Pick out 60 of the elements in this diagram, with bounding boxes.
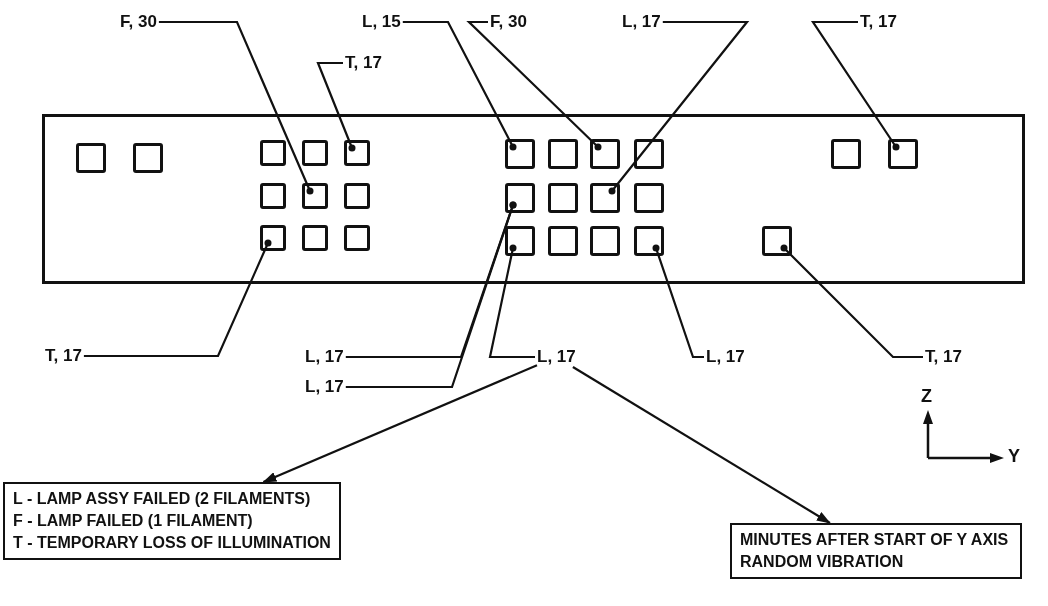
lamp-square	[888, 139, 918, 169]
leader-line	[466, 20, 602, 151]
legend-entry: F - LAMP FAILED (1 FILAMENT)	[13, 511, 254, 531]
arrow	[262, 364, 538, 483]
lamp-square	[831, 139, 861, 169]
lamp-square	[302, 183, 328, 209]
callout-label: L, 17	[706, 347, 745, 367]
leader-line	[780, 244, 923, 359]
legend-box	[3, 482, 341, 560]
callout-label: L, 17	[305, 377, 344, 397]
note-text: MINUTES AFTER START OF Y AXIS RANDOM VIBRATION	[740, 530, 1010, 572]
lamp-square	[590, 139, 620, 169]
callout-label: L, 17	[622, 12, 661, 32]
legend-entry: T - TEMPORARY LOSS OF ILLUMINATION	[13, 533, 331, 553]
callout-label: L, 17	[305, 347, 344, 367]
callout-label: T, 17	[860, 12, 897, 32]
leader-line	[345, 201, 517, 389]
lamp-square	[505, 226, 535, 256]
leader-line	[608, 20, 750, 195]
axis-label: Z	[921, 386, 932, 407]
lamp-square	[548, 226, 578, 256]
callout-label: F, 30	[120, 12, 157, 32]
leader-line	[488, 244, 535, 359]
lamp-square	[505, 139, 535, 169]
arrow	[572, 366, 831, 524]
leader-line	[158, 20, 314, 195]
leader-line	[652, 244, 704, 359]
leader-line	[810, 20, 900, 151]
callout-label: T, 17	[925, 347, 962, 367]
callout-label: L, 17	[537, 347, 576, 367]
lamp-square	[634, 139, 664, 169]
callout-label: L, 15	[362, 12, 401, 32]
lamp-square	[260, 140, 286, 166]
note-box	[730, 523, 1022, 579]
lamp-square	[590, 183, 620, 213]
lamp-square	[762, 226, 792, 256]
legend-entry: L - LAMP ASSY FAILED (2 FILAMENTS)	[13, 489, 312, 509]
lamp-square	[260, 183, 286, 209]
lamp-square	[590, 226, 620, 256]
callout-label: T, 17	[45, 346, 82, 366]
lamp-square	[344, 140, 370, 166]
callout-label: F, 30	[490, 12, 527, 32]
callout-label: T, 17	[345, 53, 382, 73]
lamp-square	[548, 139, 578, 169]
lamp-panel	[42, 114, 1025, 284]
lamp-square	[548, 183, 578, 213]
lamp-square	[634, 226, 664, 256]
leader-line	[83, 239, 272, 358]
lamp-square	[344, 183, 370, 209]
lamp-square	[76, 143, 106, 173]
leader-line	[402, 20, 517, 151]
lamp-square	[260, 225, 286, 251]
axis-label: Y	[1008, 446, 1020, 467]
lamp-square	[302, 140, 328, 166]
lamp-square	[634, 183, 664, 213]
lamp-square	[302, 225, 328, 251]
lamp-square	[133, 143, 163, 173]
lamp-square	[505, 183, 535, 213]
leader-line	[316, 61, 356, 152]
lamp-square	[344, 225, 370, 251]
